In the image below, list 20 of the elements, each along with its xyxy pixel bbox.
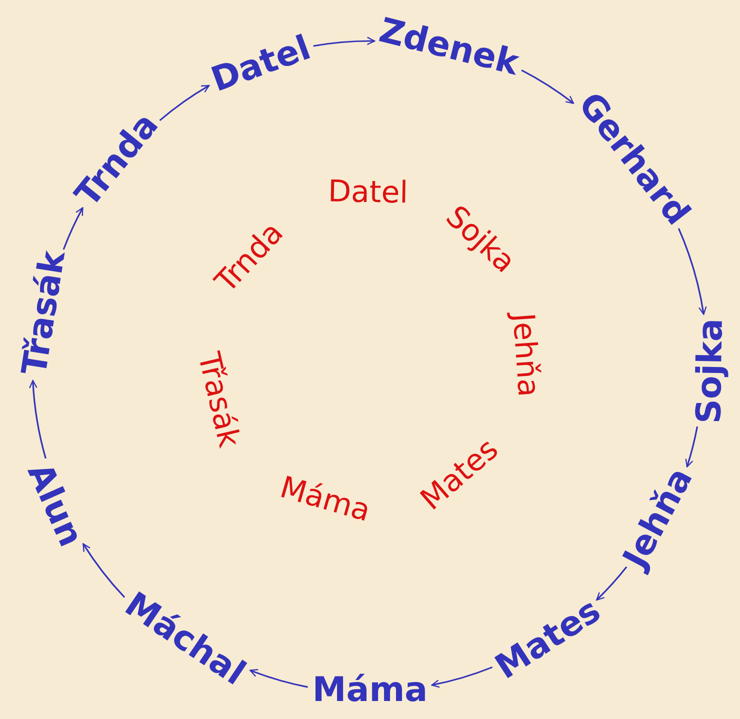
arrow <box>29 380 46 459</box>
arrow <box>62 207 84 250</box>
arrow <box>82 543 126 598</box>
arrow <box>521 69 574 104</box>
arrow <box>159 84 210 122</box>
name-label: Datel <box>206 30 314 98</box>
arrow <box>313 36 376 47</box>
name-label: Máma <box>276 472 374 528</box>
name-label: Třasák <box>192 350 244 450</box>
name-label: Sojka <box>692 318 728 424</box>
arrow <box>431 666 493 688</box>
arrow <box>678 228 706 315</box>
name-label: Máma <box>312 673 428 707</box>
name-label: Datel <box>328 177 408 209</box>
arrow <box>250 668 308 688</box>
name-label: Třasák <box>18 249 71 378</box>
arrow <box>685 426 698 468</box>
name-label: Jehňa <box>507 312 543 398</box>
arrow <box>596 566 628 601</box>
name-label: Alun <box>22 458 88 552</box>
